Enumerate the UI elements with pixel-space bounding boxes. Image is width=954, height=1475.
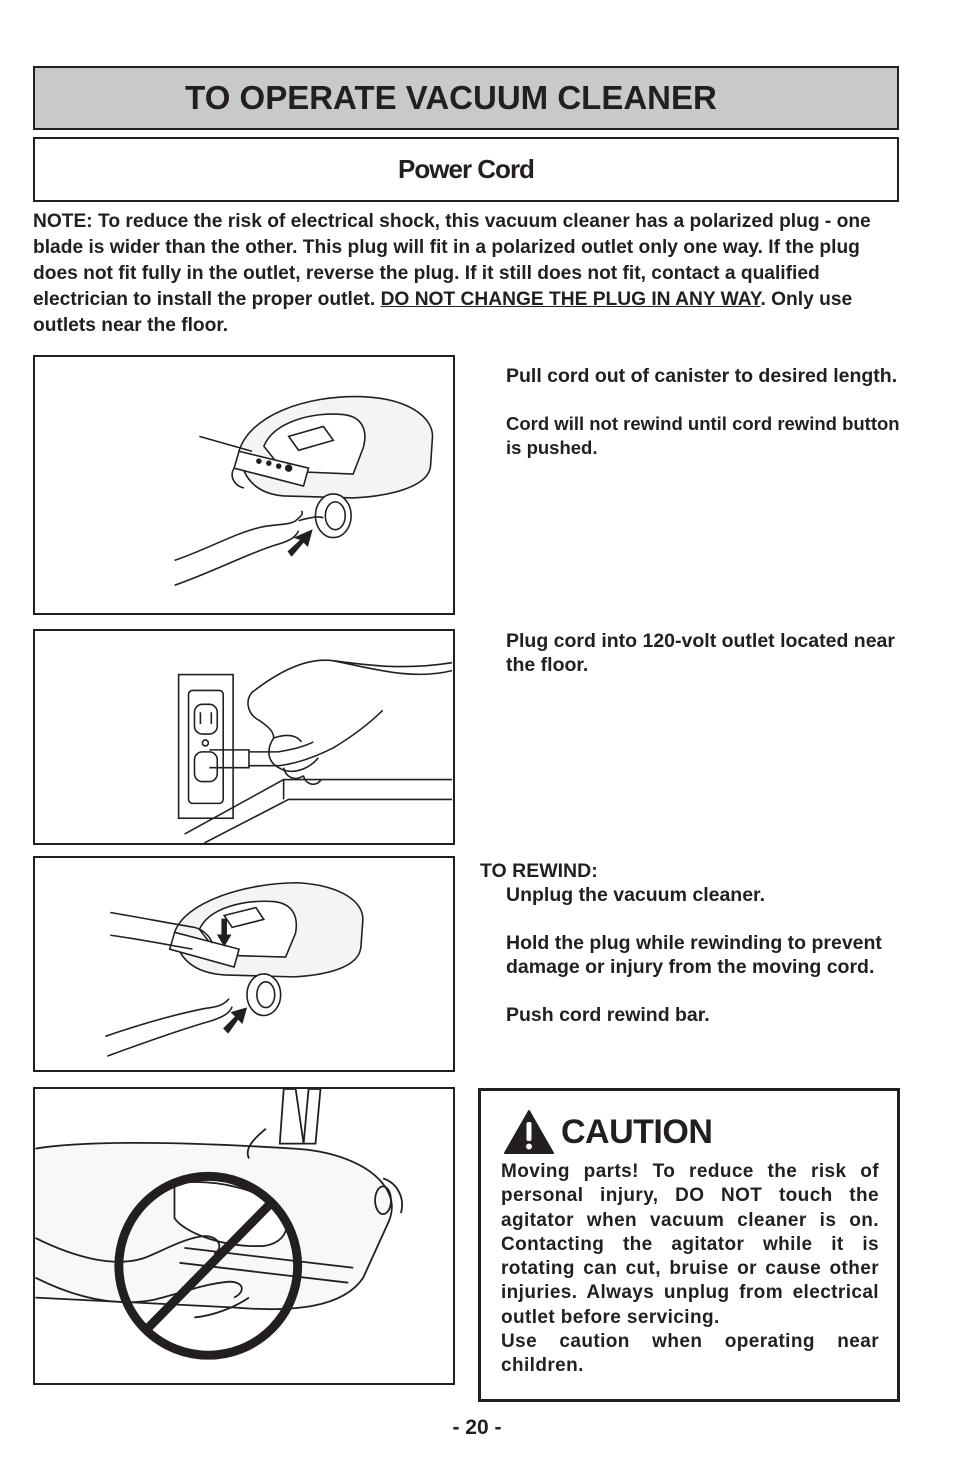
rewind-line2: Hold the plug while rewinding to prevent… <box>506 932 882 978</box>
note-text: NOTE: To reduce the risk of electrical s… <box>33 211 871 310</box>
section-title-bar: Power Cord <box>33 137 899 202</box>
page-title-bar: TO OPERATE VACUUM CLEANER <box>33 66 899 130</box>
caution-box: CAUTION Moving parts! To reduce the risk… <box>478 1088 900 1402</box>
step1-line2: Cord will not rewind until cord rewind b… <box>506 413 900 458</box>
section-title: Power Cord <box>398 154 535 184</box>
illustration-pull-cord <box>33 355 455 615</box>
step1-line1: Pull cord out of canister to desired len… <box>506 365 898 387</box>
rewind-heading: TO REWIND: <box>480 860 598 882</box>
safety-note: NOTE: To reduce the risk of electrical s… <box>33 209 903 339</box>
note-tail: . Only use outlets near the floor. <box>33 289 853 336</box>
step2-line1: Plug cord into 120-volt outlet located n… <box>506 630 895 676</box>
illustration-rewind <box>33 856 455 1072</box>
caution-text-2: Use caution when operating near children… <box>501 1331 879 1377</box>
caution-text: Moving parts! To reduce the risk of pers… <box>501 1160 879 1379</box>
rewind-line1: Unplug the vacuum cleaner. <box>506 884 765 906</box>
caution-text-1: Moving parts! To reduce the risk of pers… <box>501 1161 879 1328</box>
caution-title: CAUTION <box>561 1112 713 1151</box>
rewind-line3: Push cord rewind bar. <box>506 1004 710 1026</box>
illustration-agitator-warning <box>33 1087 455 1385</box>
illustration-outlet <box>33 629 455 845</box>
step2-text: Plug cord into 120-volt outlet located n… <box>506 629 906 701</box>
page-number: - 20 - <box>452 1416 502 1439</box>
page-title: TO OPERATE VACUUM CLEANER <box>185 79 717 116</box>
caution-header: CAUTION <box>503 1109 713 1155</box>
note-emphasis: DO NOT CHANGE THE PLUG IN ANY WAY <box>380 289 761 310</box>
warning-triangle-icon <box>504 1110 554 1154</box>
rewind-text: TO REWIND: Unplug the vacuum cleaner. Ho… <box>480 859 900 1051</box>
step1-text: Pull cord out of canister to desired len… <box>506 364 906 484</box>
